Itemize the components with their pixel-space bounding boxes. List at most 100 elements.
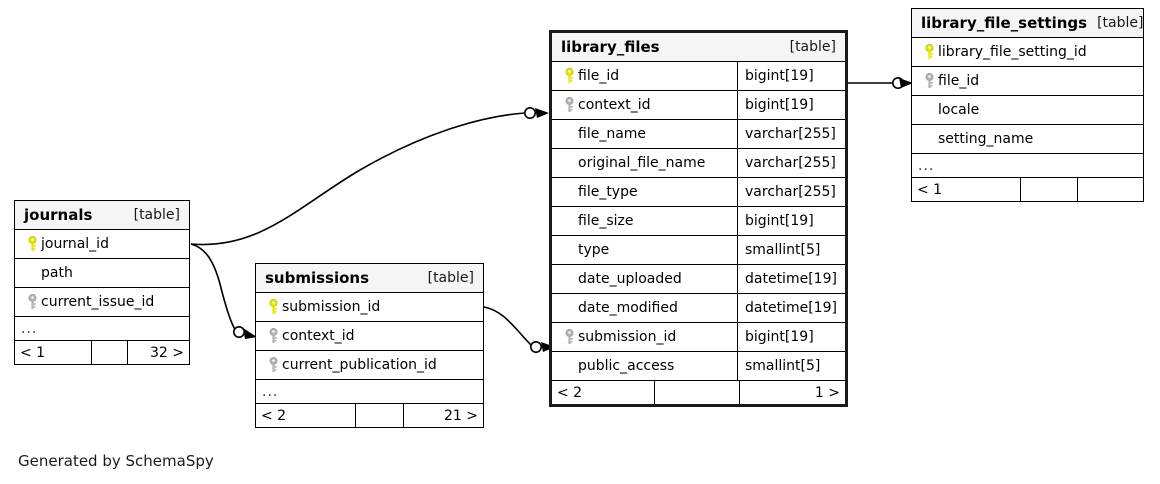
table-submissions[interactable]: submissions [table] submission_id contex… <box>255 263 484 428</box>
column-name: file_id <box>578 68 620 84</box>
footer-parent-count: < 2 <box>256 404 356 427</box>
table-row[interactable]: public_access smallint[5] <box>552 352 845 381</box>
table-row[interactable]: submission_id bigint[19] <box>552 323 845 352</box>
column-name: file_type <box>578 184 638 200</box>
table-row[interactable]: date_uploaded datetime[19] <box>552 265 845 294</box>
table-row[interactable]: context_id <box>256 322 483 351</box>
column-type: smallint[5] <box>745 242 821 258</box>
table-header: library_files [table] <box>552 33 845 62</box>
foreign-key-icon <box>264 357 282 373</box>
column-type: varchar[255] <box>745 155 836 171</box>
edge-endpoint-circle <box>233 325 246 338</box>
edge-submissions-to-library-files <box>483 306 533 347</box>
table-row[interactable]: setting_name <box>912 125 1143 154</box>
edge-journals-to-submissions <box>190 243 237 332</box>
column-cell: journal_id <box>15 230 189 258</box>
edge-endpoint-circle <box>891 77 904 90</box>
footer-child-count <box>1078 178 1143 201</box>
footer-child-count: 32 > <box>150 344 184 361</box>
column-name: locale <box>938 102 980 118</box>
column-type: bigint[19] <box>745 97 814 113</box>
table-row[interactable]: path <box>15 259 189 288</box>
table-journals[interactable]: journals [table] journal_id path current… <box>14 200 190 365</box>
column-type: varchar[255] <box>745 126 836 142</box>
column-name: journal_id <box>41 236 109 252</box>
column-cell: context_id <box>552 91 738 119</box>
table-header: journals [table] <box>15 201 189 230</box>
column-type: bigint[19] <box>745 68 814 84</box>
table-title: submissions <box>265 268 370 287</box>
column-cell: setting_name <box>912 125 1143 153</box>
column-cell: original_file_name <box>552 149 738 177</box>
table-row[interactable]: library_file_setting_id <box>912 38 1143 67</box>
footer-middle <box>92 341 129 364</box>
table-row[interactable]: file_id <box>912 67 1143 96</box>
column-cell: submission_id <box>552 323 738 351</box>
table-row[interactable]: type smallint[5] <box>552 236 845 265</box>
column-type: varchar[255] <box>745 184 836 200</box>
edge-endpoint-circle <box>523 107 536 120</box>
footer-middle <box>655 381 740 404</box>
table-title: library_file_settings <box>921 13 1088 32</box>
foreign-key-icon <box>920 73 938 89</box>
table-row[interactable]: original_file_name varchar[255] <box>552 149 845 178</box>
more-columns-indicator: ... <box>256 380 483 404</box>
table-row[interactable]: file_type varchar[255] <box>552 178 845 207</box>
table-row[interactable]: date_modified datetime[19] <box>552 294 845 323</box>
table-row[interactable]: submission_id <box>256 293 483 322</box>
table-library-file-settings[interactable]: library_file_settings [table] library_fi… <box>911 8 1144 202</box>
column-name: context_id <box>282 328 355 344</box>
table-row[interactable]: file_id bigint[19] <box>552 62 845 91</box>
column-name: file_name <box>578 126 647 142</box>
column-name: setting_name <box>938 131 1034 147</box>
table-header: library_file_settings [table] <box>912 9 1143 38</box>
column-cell: public_access <box>552 352 738 380</box>
table-library-files[interactable]: library_files [table] file_id bigint[19]… <box>549 30 848 407</box>
column-cell: context_id <box>256 322 483 350</box>
table-kind-label: [table] <box>789 38 836 55</box>
table-row[interactable]: locale <box>912 96 1143 125</box>
primary-key-icon <box>23 236 41 252</box>
column-name: date_modified <box>578 300 678 316</box>
table-row[interactable]: current_publication_id <box>256 351 483 380</box>
column-type: bigint[19] <box>745 329 814 345</box>
column-name: file_size <box>578 213 634 229</box>
table-footer: < 2 1 > <box>552 380 845 404</box>
column-name: type <box>578 242 610 258</box>
primary-key-icon <box>560 68 578 84</box>
column-name: original_file_name <box>578 155 706 171</box>
more-columns-indicator: ... <box>15 317 189 341</box>
table-row[interactable]: journal_id <box>15 230 189 259</box>
table-footer: < 1 32 > <box>15 340 189 364</box>
column-type: bigint[19] <box>745 213 814 229</box>
footer-middle <box>1021 178 1079 201</box>
table-row[interactable]: file_size bigint[19] <box>552 207 845 236</box>
table-kind-label: [table] <box>427 269 474 286</box>
column-cell: current_issue_id <box>15 288 189 316</box>
table-row[interactable]: current_issue_id <box>15 288 189 317</box>
column-cell: submission_id <box>256 293 483 321</box>
column-cell: file_name <box>552 120 738 148</box>
foreign-key-icon <box>560 329 578 345</box>
table-footer: < 2 21 > <box>256 403 483 427</box>
column-type: datetime[19] <box>745 300 837 316</box>
foreign-key-icon <box>23 294 41 310</box>
footer-middle <box>356 404 404 427</box>
column-name: date_uploaded <box>578 271 682 287</box>
primary-key-icon <box>920 44 938 60</box>
foreign-key-icon <box>264 328 282 344</box>
table-row[interactable]: context_id bigint[19] <box>552 91 845 120</box>
footer-parent-count: < 2 <box>552 381 655 404</box>
more-columns-indicator: ... <box>912 154 1143 178</box>
column-cell: library_file_setting_id <box>912 38 1143 66</box>
edge-endpoint-circle <box>529 340 542 353</box>
column-name: submission_id <box>578 329 677 345</box>
table-row[interactable]: file_name varchar[255] <box>552 120 845 149</box>
column-cell: file_type <box>552 178 738 206</box>
column-name: public_access <box>578 358 675 374</box>
foreign-key-icon <box>560 97 578 113</box>
table-title: library_files <box>561 37 660 56</box>
table-footer: < 1 <box>912 177 1143 201</box>
generated-by-note: Generated by SchemaSpy <box>18 452 214 470</box>
